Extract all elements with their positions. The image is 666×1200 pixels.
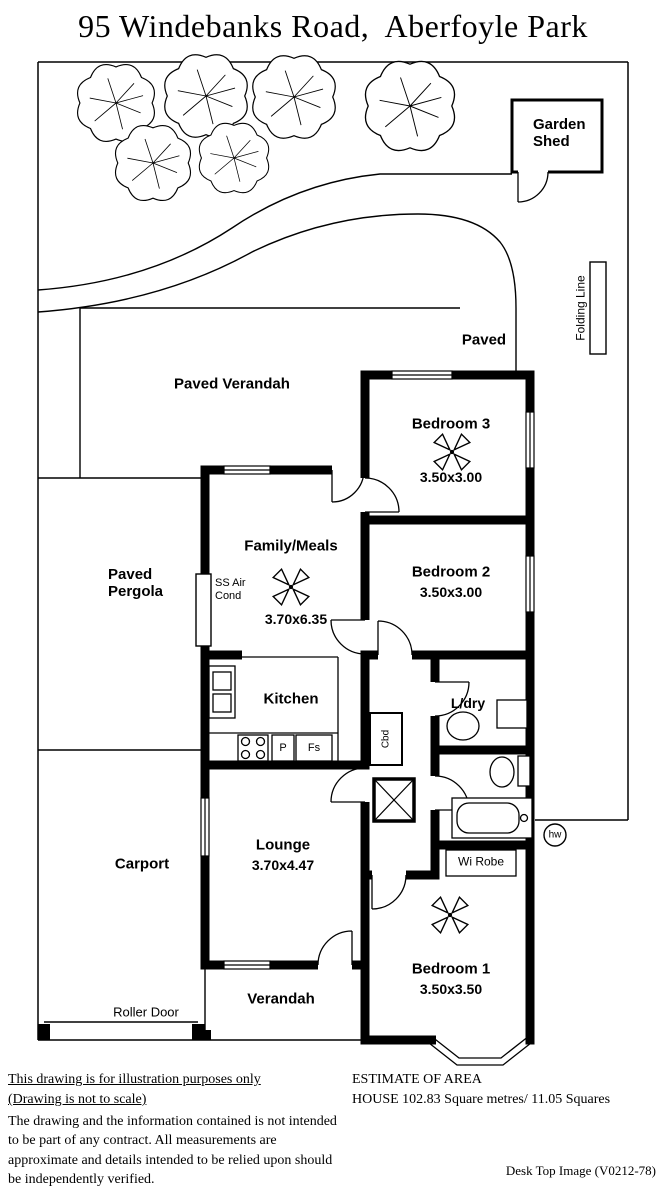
label-paved-verandah: Paved Verandah bbox=[174, 375, 290, 393]
garden-shed-structure bbox=[510, 98, 604, 203]
hall-cupboards bbox=[369, 712, 416, 823]
cupboard-box bbox=[369, 712, 403, 766]
toilet-icon bbox=[489, 755, 531, 788]
label-cupboard: Cbd bbox=[380, 729, 392, 749]
label-hot-water: hw bbox=[548, 829, 562, 841]
tree-icon bbox=[364, 60, 456, 152]
kitchen-fixtures bbox=[205, 656, 339, 763]
estimate-value: HOUSE 102.83 Square metres/ 11.05 Square… bbox=[352, 1092, 611, 1107]
label-pantry: P bbox=[279, 741, 287, 754]
label-verandah: Verandah bbox=[247, 990, 315, 1008]
bay-window bbox=[428, 1035, 532, 1066]
laundry-fixtures bbox=[446, 699, 528, 741]
house-walls bbox=[200, 370, 535, 1045]
label-wardrobe: Wi Robe bbox=[457, 854, 505, 869]
room-label-bedroom2: Bedroom 2 bbox=[411, 563, 491, 581]
linen-press-icon bbox=[372, 777, 416, 823]
fridge-space-box bbox=[295, 734, 333, 762]
estimate-title: ESTIMATE OF AREA bbox=[352, 1072, 482, 1087]
room-dims-family-meals: 3.70x6.35 bbox=[264, 611, 328, 628]
room-label-laundry: L/dry bbox=[450, 695, 486, 712]
label-paved: Paved bbox=[461, 331, 507, 349]
credit-line: Desk Top Image (V0212-78) bbox=[505, 1163, 656, 1178]
label-garden-shed: Garden Shed bbox=[533, 116, 586, 151]
room-label-family-meals: Family/Meals bbox=[244, 537, 338, 555]
laundry-trough-icon bbox=[446, 711, 480, 741]
disclaimer-line1: This drawing is for illustration purpose… bbox=[8, 1072, 261, 1087]
room-dims-lounge: 3.70x4.47 bbox=[251, 857, 315, 874]
bathtub-icon bbox=[451, 797, 533, 839]
room-label-lounge: Lounge bbox=[255, 836, 311, 854]
label-folding-line: Folding Line bbox=[573, 275, 588, 341]
yard-path-lines bbox=[37, 173, 517, 1040]
room-label-kitchen: Kitchen bbox=[263, 690, 319, 708]
label-carport: Carport bbox=[114, 855, 170, 873]
label-fridge-space: Fs bbox=[307, 741, 321, 754]
room-dims-bedroom3: 3.50x3.00 bbox=[419, 469, 483, 486]
disclaimer-line2: (Drawing is not to scale) bbox=[8, 1092, 147, 1107]
clothesline bbox=[589, 261, 607, 355]
property-boundary bbox=[37, 61, 629, 1041]
washing-machine-icon bbox=[496, 699, 528, 729]
ceiling-fan-icon bbox=[431, 896, 469, 934]
air-conditioner-unit bbox=[195, 573, 212, 647]
hot-water-unit bbox=[543, 823, 567, 847]
room-label-bedroom3: Bedroom 3 bbox=[411, 415, 491, 433]
ceiling-fan-icon bbox=[433, 433, 471, 471]
tree-icon bbox=[252, 55, 336, 139]
room-dims-bedroom1: 3.50x3.50 bbox=[419, 981, 483, 998]
windows bbox=[200, 370, 535, 970]
label-air-cond: SS Air Cond bbox=[215, 577, 246, 602]
room-dims-bedroom2: 3.50x3.00 bbox=[419, 584, 483, 601]
pantry-box bbox=[271, 734, 295, 762]
ceiling-fan-icon bbox=[272, 568, 310, 606]
bathroom-fixtures bbox=[451, 755, 533, 839]
label-roller-door: Roller Door bbox=[113, 1004, 179, 1020]
label-paved-pergola: Paved Pergola bbox=[108, 566, 164, 601]
wall-posts bbox=[38, 1024, 436, 1045]
page-title: 95 Windebanks Road, Aberfoyle Park bbox=[78, 8, 588, 44]
room-label-bedroom1: Bedroom 1 bbox=[411, 960, 491, 978]
trees bbox=[76, 54, 456, 202]
stove-icon bbox=[237, 734, 269, 762]
disclaimer-body: The drawing and the information containe… bbox=[8, 1114, 337, 1187]
wardrobe-box bbox=[445, 849, 517, 877]
